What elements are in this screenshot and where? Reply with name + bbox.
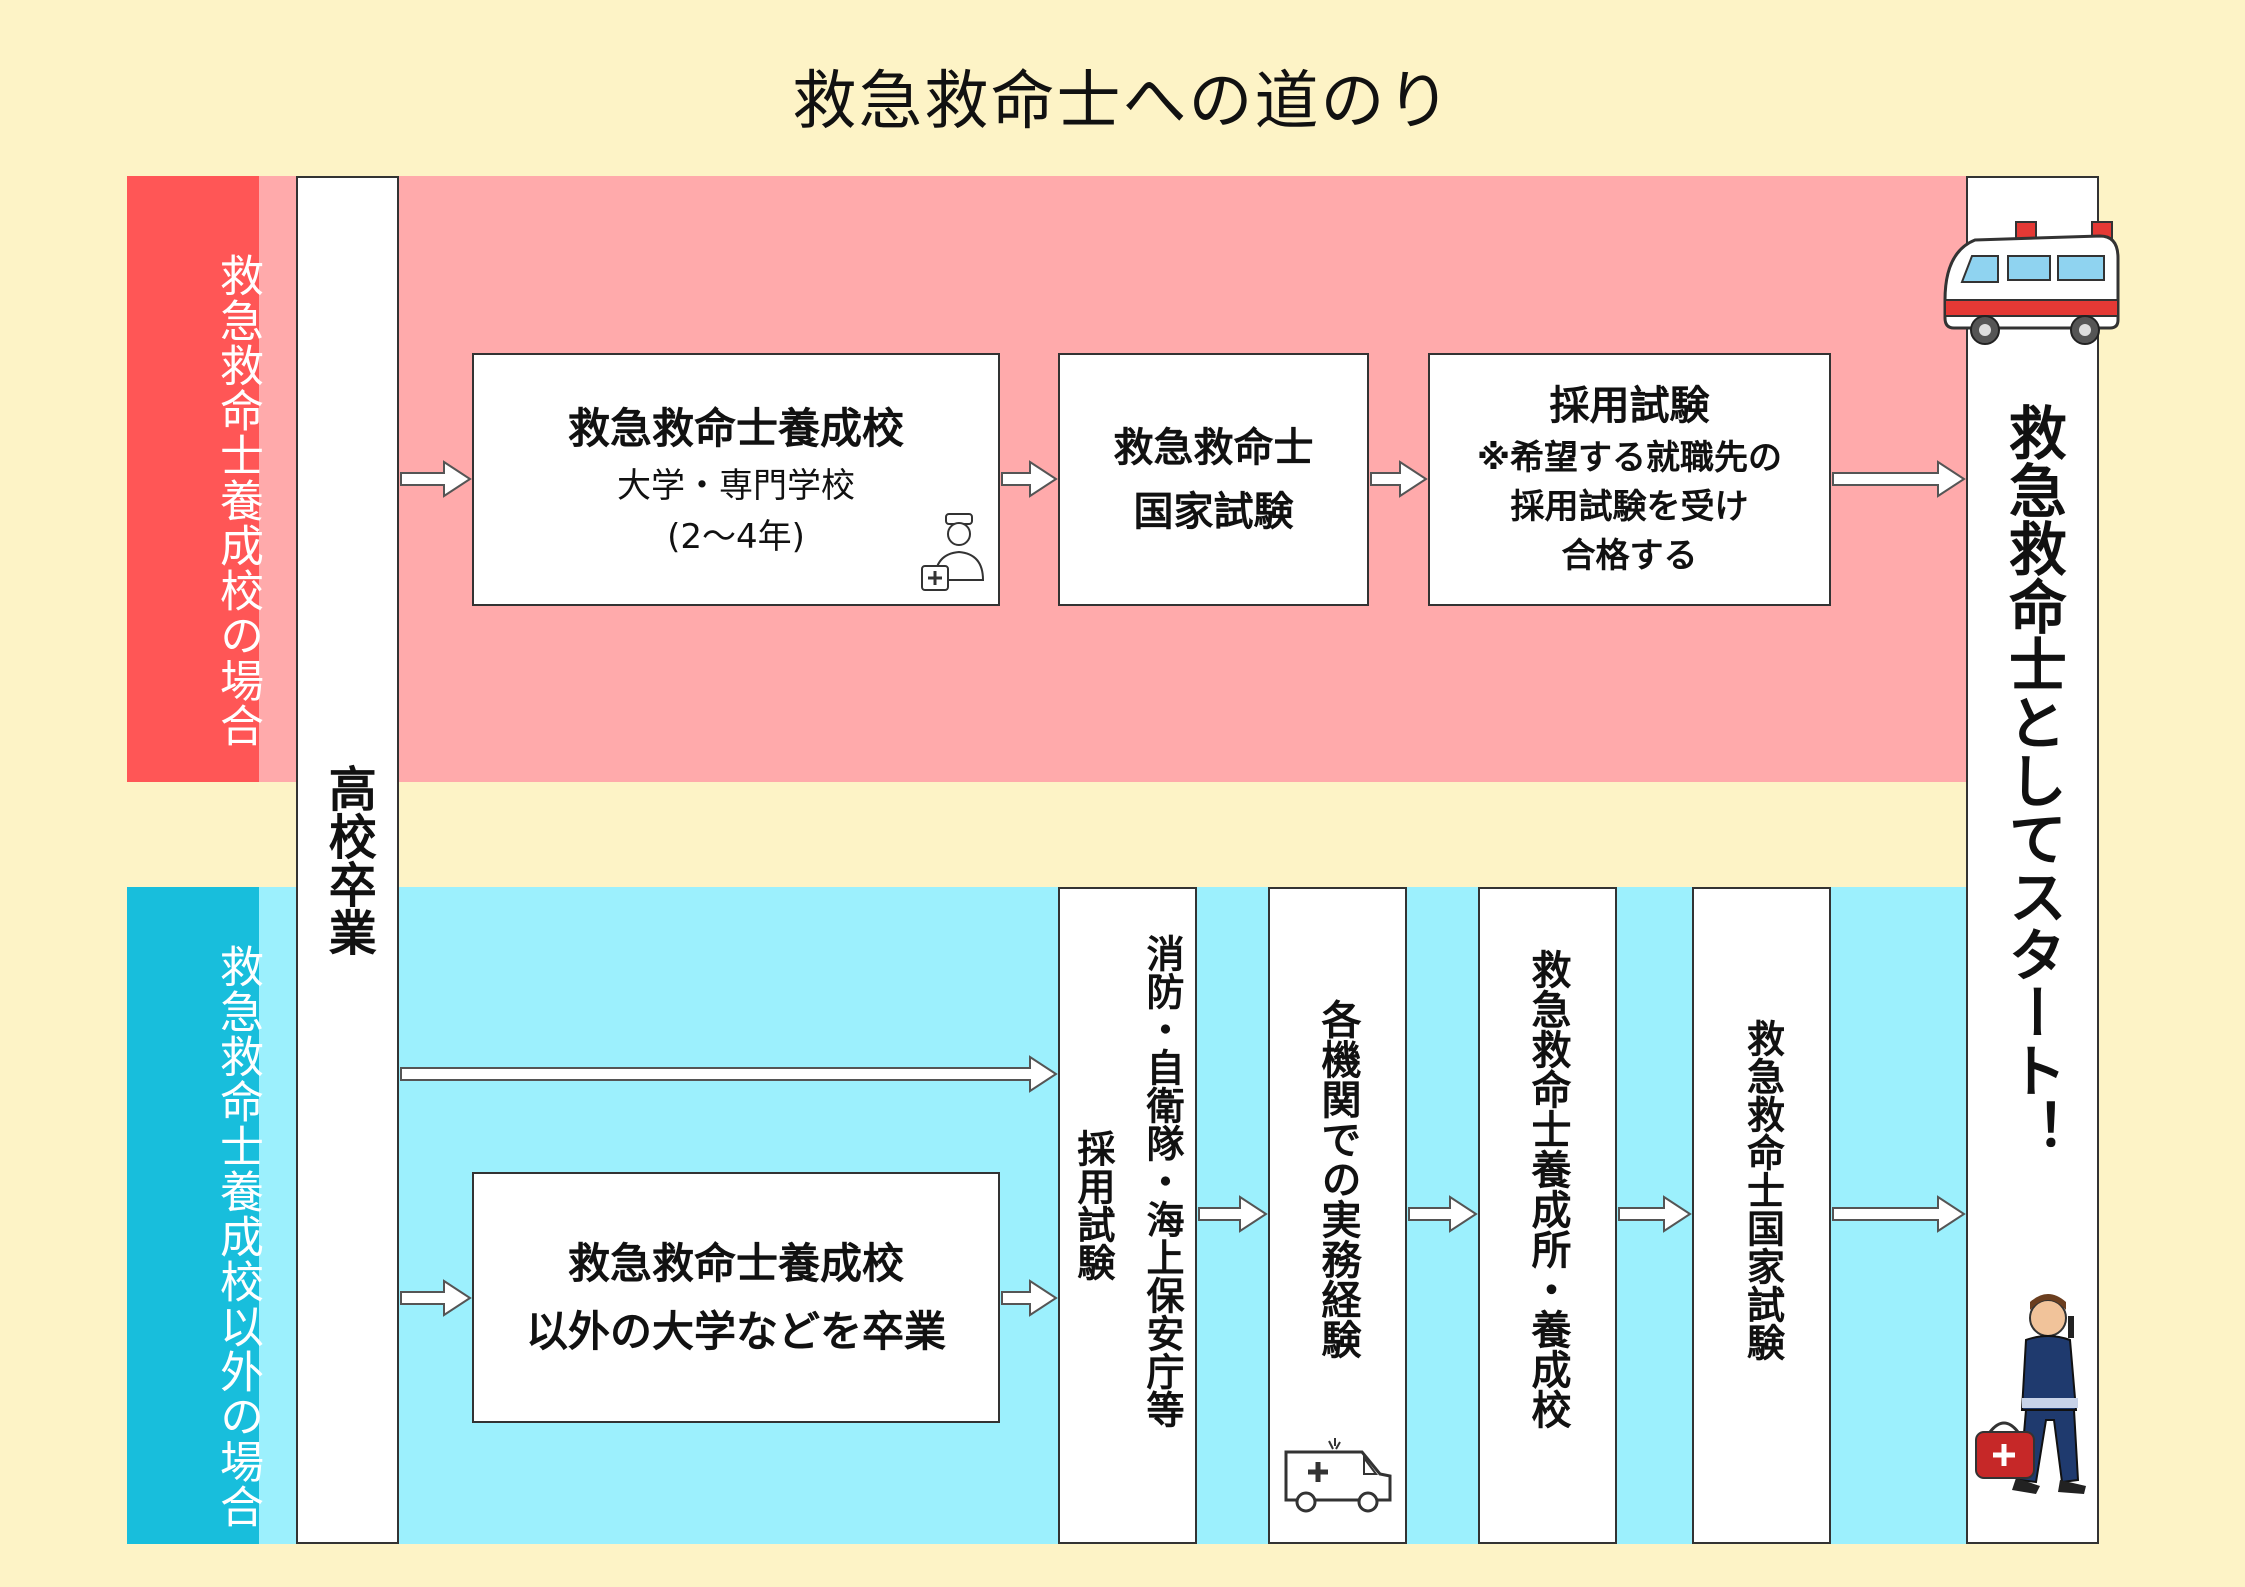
arrow-hs-to-other-school [400, 1279, 472, 1317]
agency-hiring-box: 消防・自衛隊・海上保安庁等 採用試験 [1058, 887, 1197, 1544]
school-box: 救急救命士養成校 大学・専門学校 (2〜4年) [472, 353, 1000, 606]
school-subtitle: 大学・専門学校 [617, 466, 855, 507]
other-school-box: 救急救命士養成校 以外の大学などを卒業 [472, 1172, 1000, 1423]
hiring-note-1: ※希望する就職先の [1476, 437, 1783, 478]
work-experience-box: 各機関での実務経験 [1268, 887, 1407, 1544]
arrow-experience-to-training [1408, 1195, 1478, 1233]
national-exam-bottom-label: 救急救命士国家試験 [1740, 1019, 1785, 1361]
national-exam-bottom-box: 救急救命士国家試験 [1692, 887, 1831, 1544]
training-institute-box: 救急救命士養成所・養成校 [1478, 887, 1617, 1544]
paramedic-student-icon [921, 513, 985, 591]
lane-school-label: 救急救命士養成校の場合 [127, 176, 263, 782]
arrow-school-to-exam [1001, 460, 1058, 498]
paramedic-person-icon [1975, 1294, 2086, 1494]
other-school-line-2: 以外の大学などを卒業 [525, 1306, 946, 1356]
arrow-hs-to-agency-direct [400, 1055, 1058, 1093]
hiring-note-2: 採用試験を受け [1510, 486, 1749, 527]
arrow-training-to-exam [1618, 1195, 1692, 1233]
page-title: 救急救命士への道のり [792, 65, 1453, 139]
arrow-hs-to-school [400, 460, 472, 498]
goal-label: 救急救命士としてスタート！ [1998, 403, 2067, 1157]
agency-hiring-col-1: 消防・自衛隊・海上保安庁等 [1140, 934, 1184, 1428]
hiring-title: 採用試験 [1549, 382, 1710, 429]
arrow-agency-to-experience [1198, 1195, 1268, 1233]
exam-line-2: 国家試験 [1133, 488, 1294, 535]
arrow-other-school-to-agency [1001, 1279, 1058, 1317]
lane-other-label: 救急救命士養成校以外の場合 [127, 887, 263, 1544]
training-institute-label: 救急救命士養成所・養成校 [1524, 949, 1571, 1429]
work-experience-label: 各機関での実務経験 [1314, 999, 1361, 1359]
arrow-exam-to-hiring [1370, 460, 1428, 498]
hiring-note-3: 合格する [1561, 536, 1698, 577]
high-school-column: 高校卒業 [296, 176, 399, 1544]
national-exam-box: 救急救命士 国家試験 [1058, 353, 1369, 606]
ambulance-icon [1943, 221, 2120, 345]
other-school-line-1: 救急救命士養成校 [567, 1239, 904, 1289]
arrow-exam-to-goal [1832, 1195, 1966, 1233]
arrow-hiring-to-goal [1832, 460, 1966, 498]
exam-line-1: 救急救命士 [1113, 424, 1314, 471]
high-school-label: 高校卒業 [319, 764, 376, 956]
school-title: 救急救命士養成校 [567, 403, 904, 453]
ambulance-outline-icon [1284, 1438, 1392, 1513]
school-years: (2〜4年) [667, 517, 805, 558]
agency-hiring-col-2: 採用試験 [1070, 1129, 1115, 1281]
hiring-exam-box: 採用試験 ※希望する就職先の 採用試験を受け 合格する [1428, 353, 1831, 606]
